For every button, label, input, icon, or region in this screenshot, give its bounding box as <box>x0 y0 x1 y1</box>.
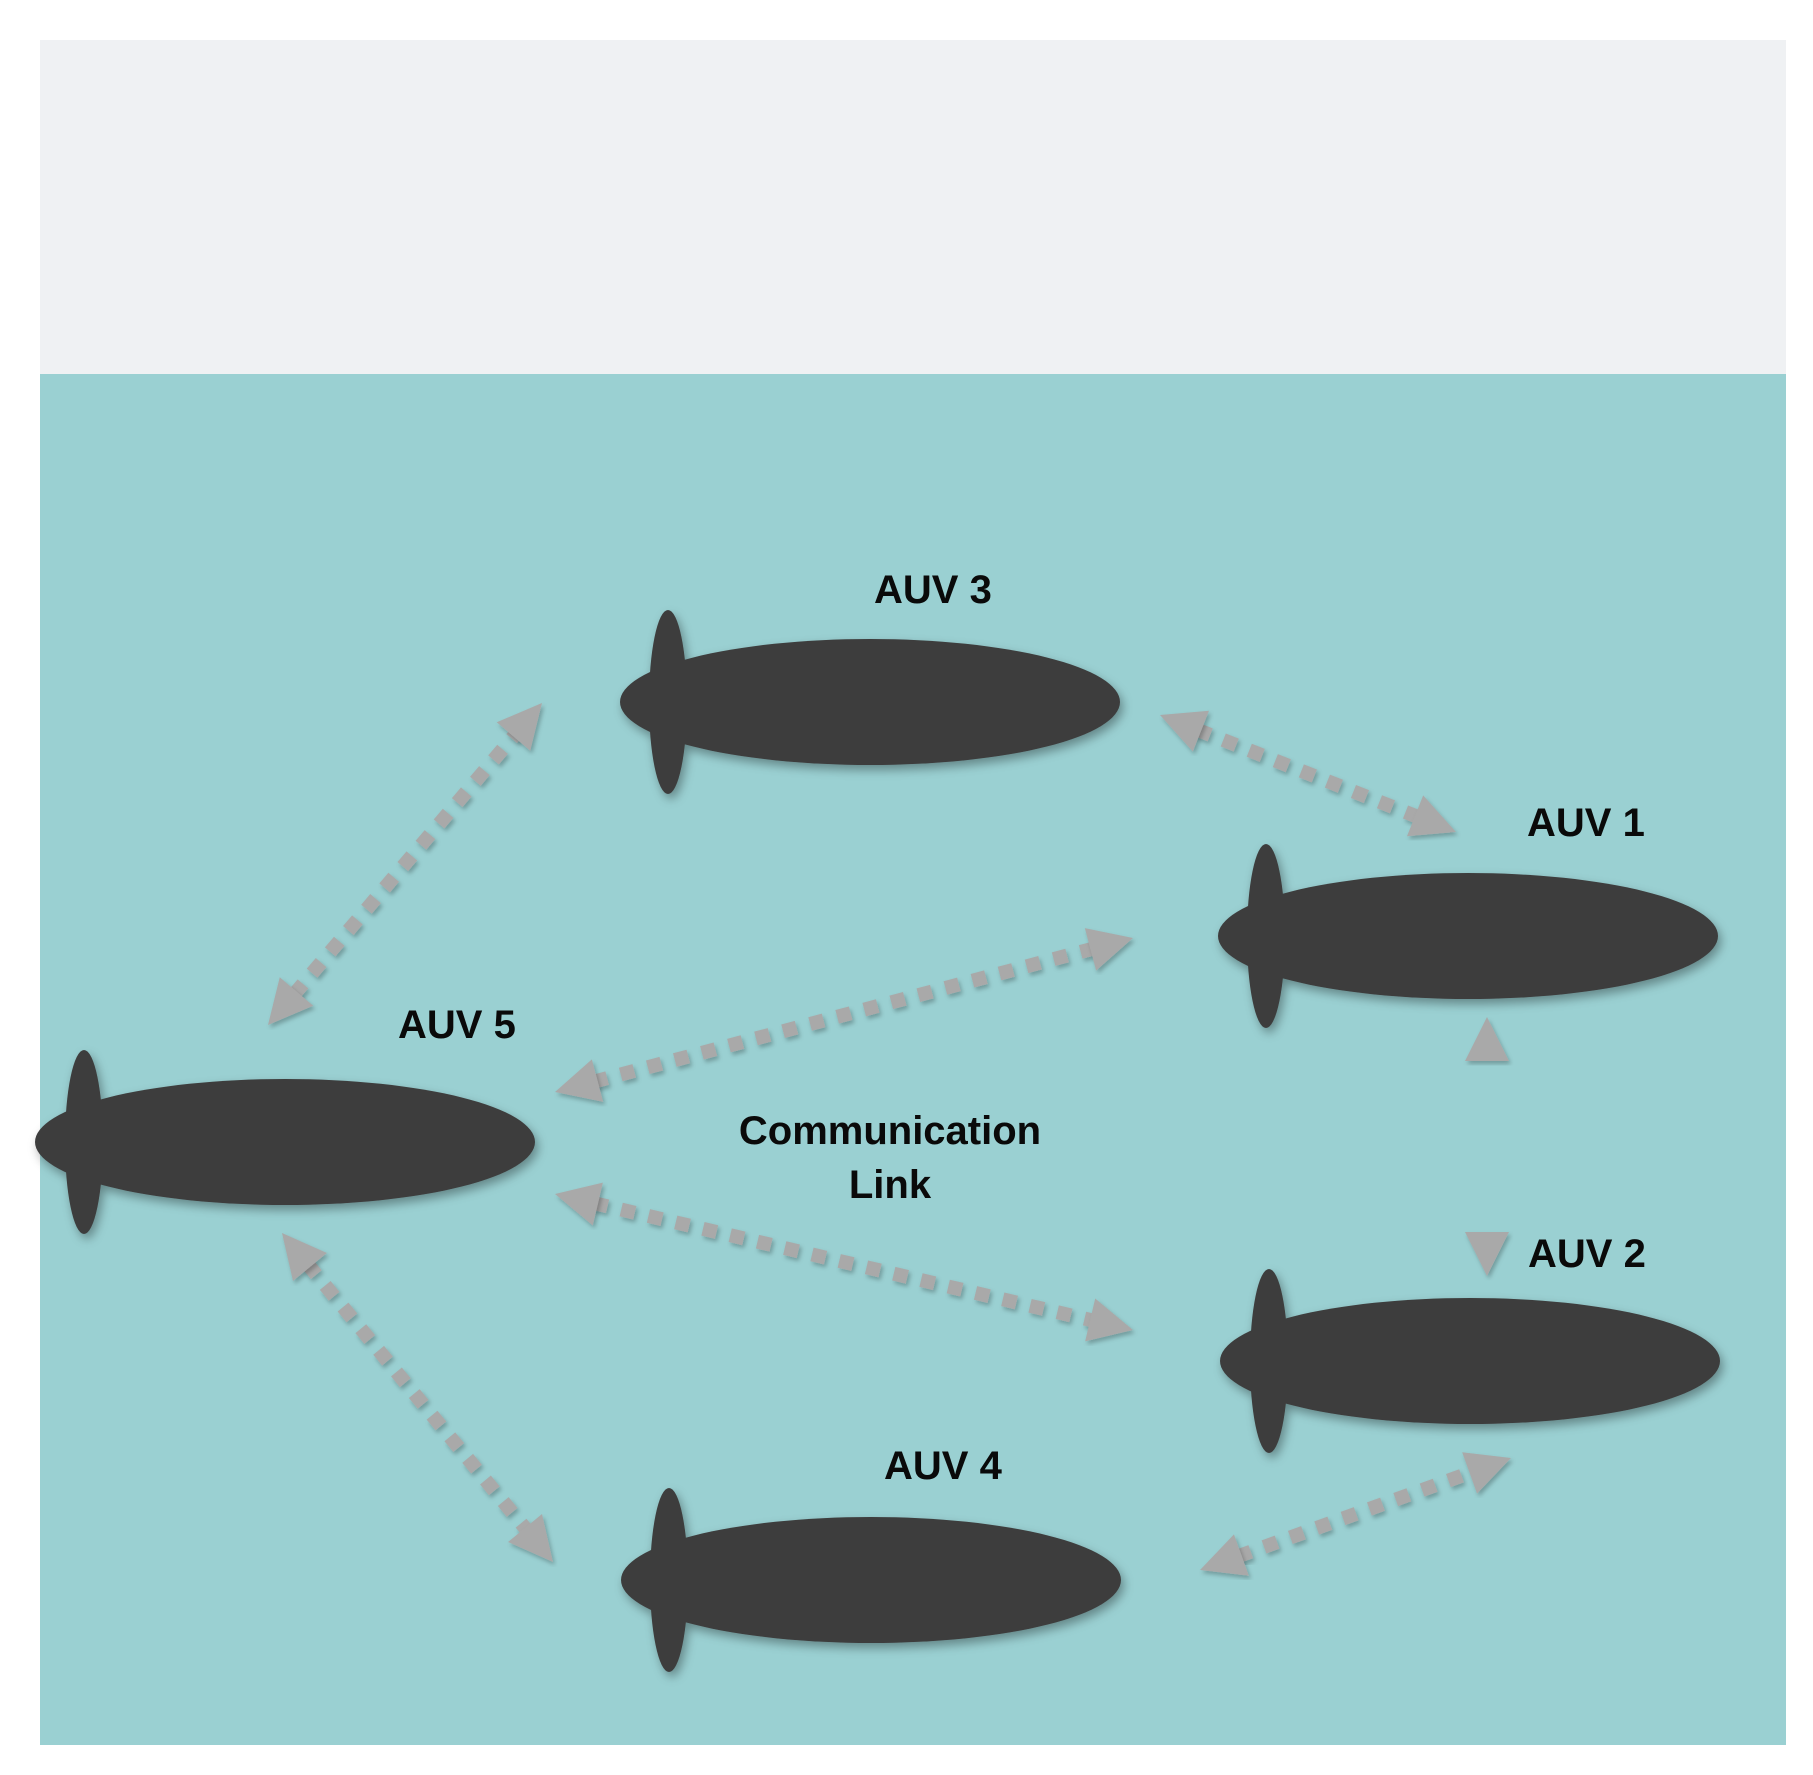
link-arrowhead <box>1462 1452 1511 1494</box>
auv-5-label: AUV 5 <box>398 1003 516 1047</box>
link-arrowhead <box>282 1233 327 1281</box>
link-arrowhead <box>555 1059 604 1102</box>
link-arrowhead <box>496 703 542 751</box>
link-arrowhead <box>1465 1017 1509 1061</box>
auv-2-hull <box>1220 1298 1720 1424</box>
link-arrowhead <box>1406 795 1456 837</box>
sky-region <box>40 40 1786 374</box>
link-dotted-line <box>288 728 522 1000</box>
communication-link <box>1465 1017 1509 1276</box>
auv-3-hull <box>620 639 1120 765</box>
auv-1-label: AUV 1 <box>1527 801 1645 845</box>
auv-2-label: AUV 2 <box>1528 1232 1646 1276</box>
auv-1-vehicle <box>1218 844 1718 1028</box>
communication-link <box>282 1233 553 1562</box>
link-dotted-line <box>1235 1464 1476 1564</box>
auv-4-hull <box>621 1517 1121 1643</box>
link-arrowhead <box>555 1182 603 1226</box>
communication-link-label-line-1: Communication <box>738 1109 1042 1153</box>
auv-4-label: AUV 4 <box>884 1444 1002 1488</box>
auv-2-vehicle <box>1220 1269 1720 1453</box>
auv-4-vehicle <box>621 1488 1121 1672</box>
link-dotted-line <box>591 941 1097 1089</box>
link-arrowhead <box>1160 710 1210 752</box>
link-dotted-line <box>1194 723 1422 824</box>
communication-link-label: Communication Link <box>660 1104 1120 1212</box>
auv-3-label: AUV 3 <box>874 568 992 612</box>
link-dotted-line <box>302 1259 533 1536</box>
link-arrowhead <box>1465 1232 1509 1276</box>
link-arrowhead <box>1085 1298 1133 1342</box>
link-arrowhead <box>508 1514 553 1562</box>
auv-5-hull <box>35 1079 535 1205</box>
communication-link <box>555 1182 1133 1342</box>
communication-links <box>268 703 1511 1576</box>
communication-link <box>555 928 1133 1102</box>
link-dotted-line <box>592 1196 1096 1328</box>
auv-5-vehicle <box>35 1050 535 1234</box>
communication-link <box>268 703 542 1025</box>
communication-link <box>1200 1452 1511 1576</box>
communication-link <box>1160 710 1456 837</box>
link-arrowhead <box>268 977 314 1025</box>
link-arrowhead <box>1084 928 1133 971</box>
communication-link-label-line-2: Link <box>848 1163 932 1207</box>
link-arrowhead <box>1200 1534 1249 1576</box>
auv-3-vehicle <box>620 610 1120 794</box>
auv-1-hull <box>1218 873 1718 999</box>
